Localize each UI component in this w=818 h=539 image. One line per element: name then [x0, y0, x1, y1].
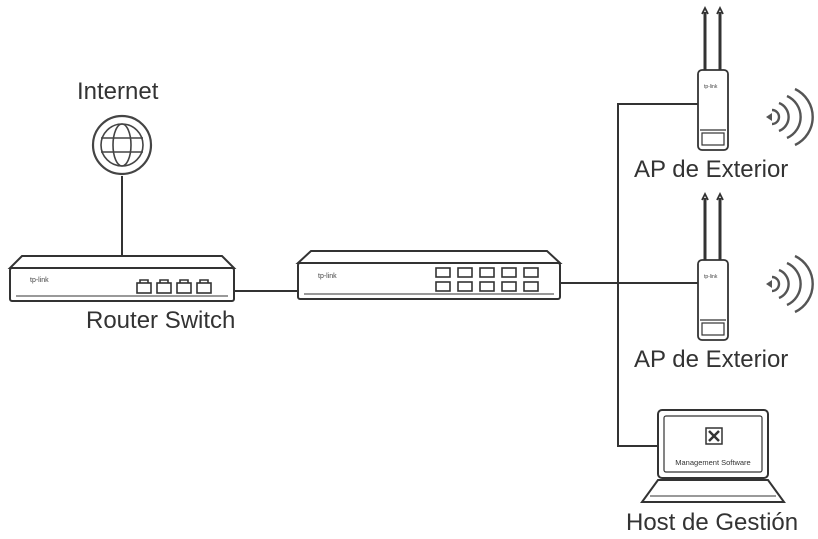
wifi-signal-icon [766, 87, 814, 147]
switch-device [295, 250, 563, 300]
switch-ports [435, 267, 539, 292]
connections [121, 103, 698, 447]
router-device [7, 255, 237, 302]
tools-icon [705, 427, 723, 445]
access-point-2 [697, 191, 729, 341]
router-label: Router Switch [86, 307, 236, 334]
link-switch-bus-vertical [617, 103, 698, 447]
switch-brand: tp-link [318, 273, 337, 280]
internet-label: Internet [77, 78, 159, 105]
management-software-label: Management Software [675, 458, 750, 467]
ap1-label: AP de Exterior [634, 156, 789, 183]
router-brand: tp-link [30, 277, 49, 284]
ap2-brand: tp-link [704, 274, 718, 280]
wifi-signal-icon [766, 254, 814, 314]
laptop-device [640, 409, 786, 503]
router-ports [136, 279, 212, 294]
host-label: Host de Gestión [626, 509, 799, 536]
ap1-brand: tp-link [704, 84, 718, 90]
globe-icon [91, 114, 153, 176]
access-point-1 [697, 5, 729, 151]
ap2-label: AP de Exterior [634, 346, 789, 373]
